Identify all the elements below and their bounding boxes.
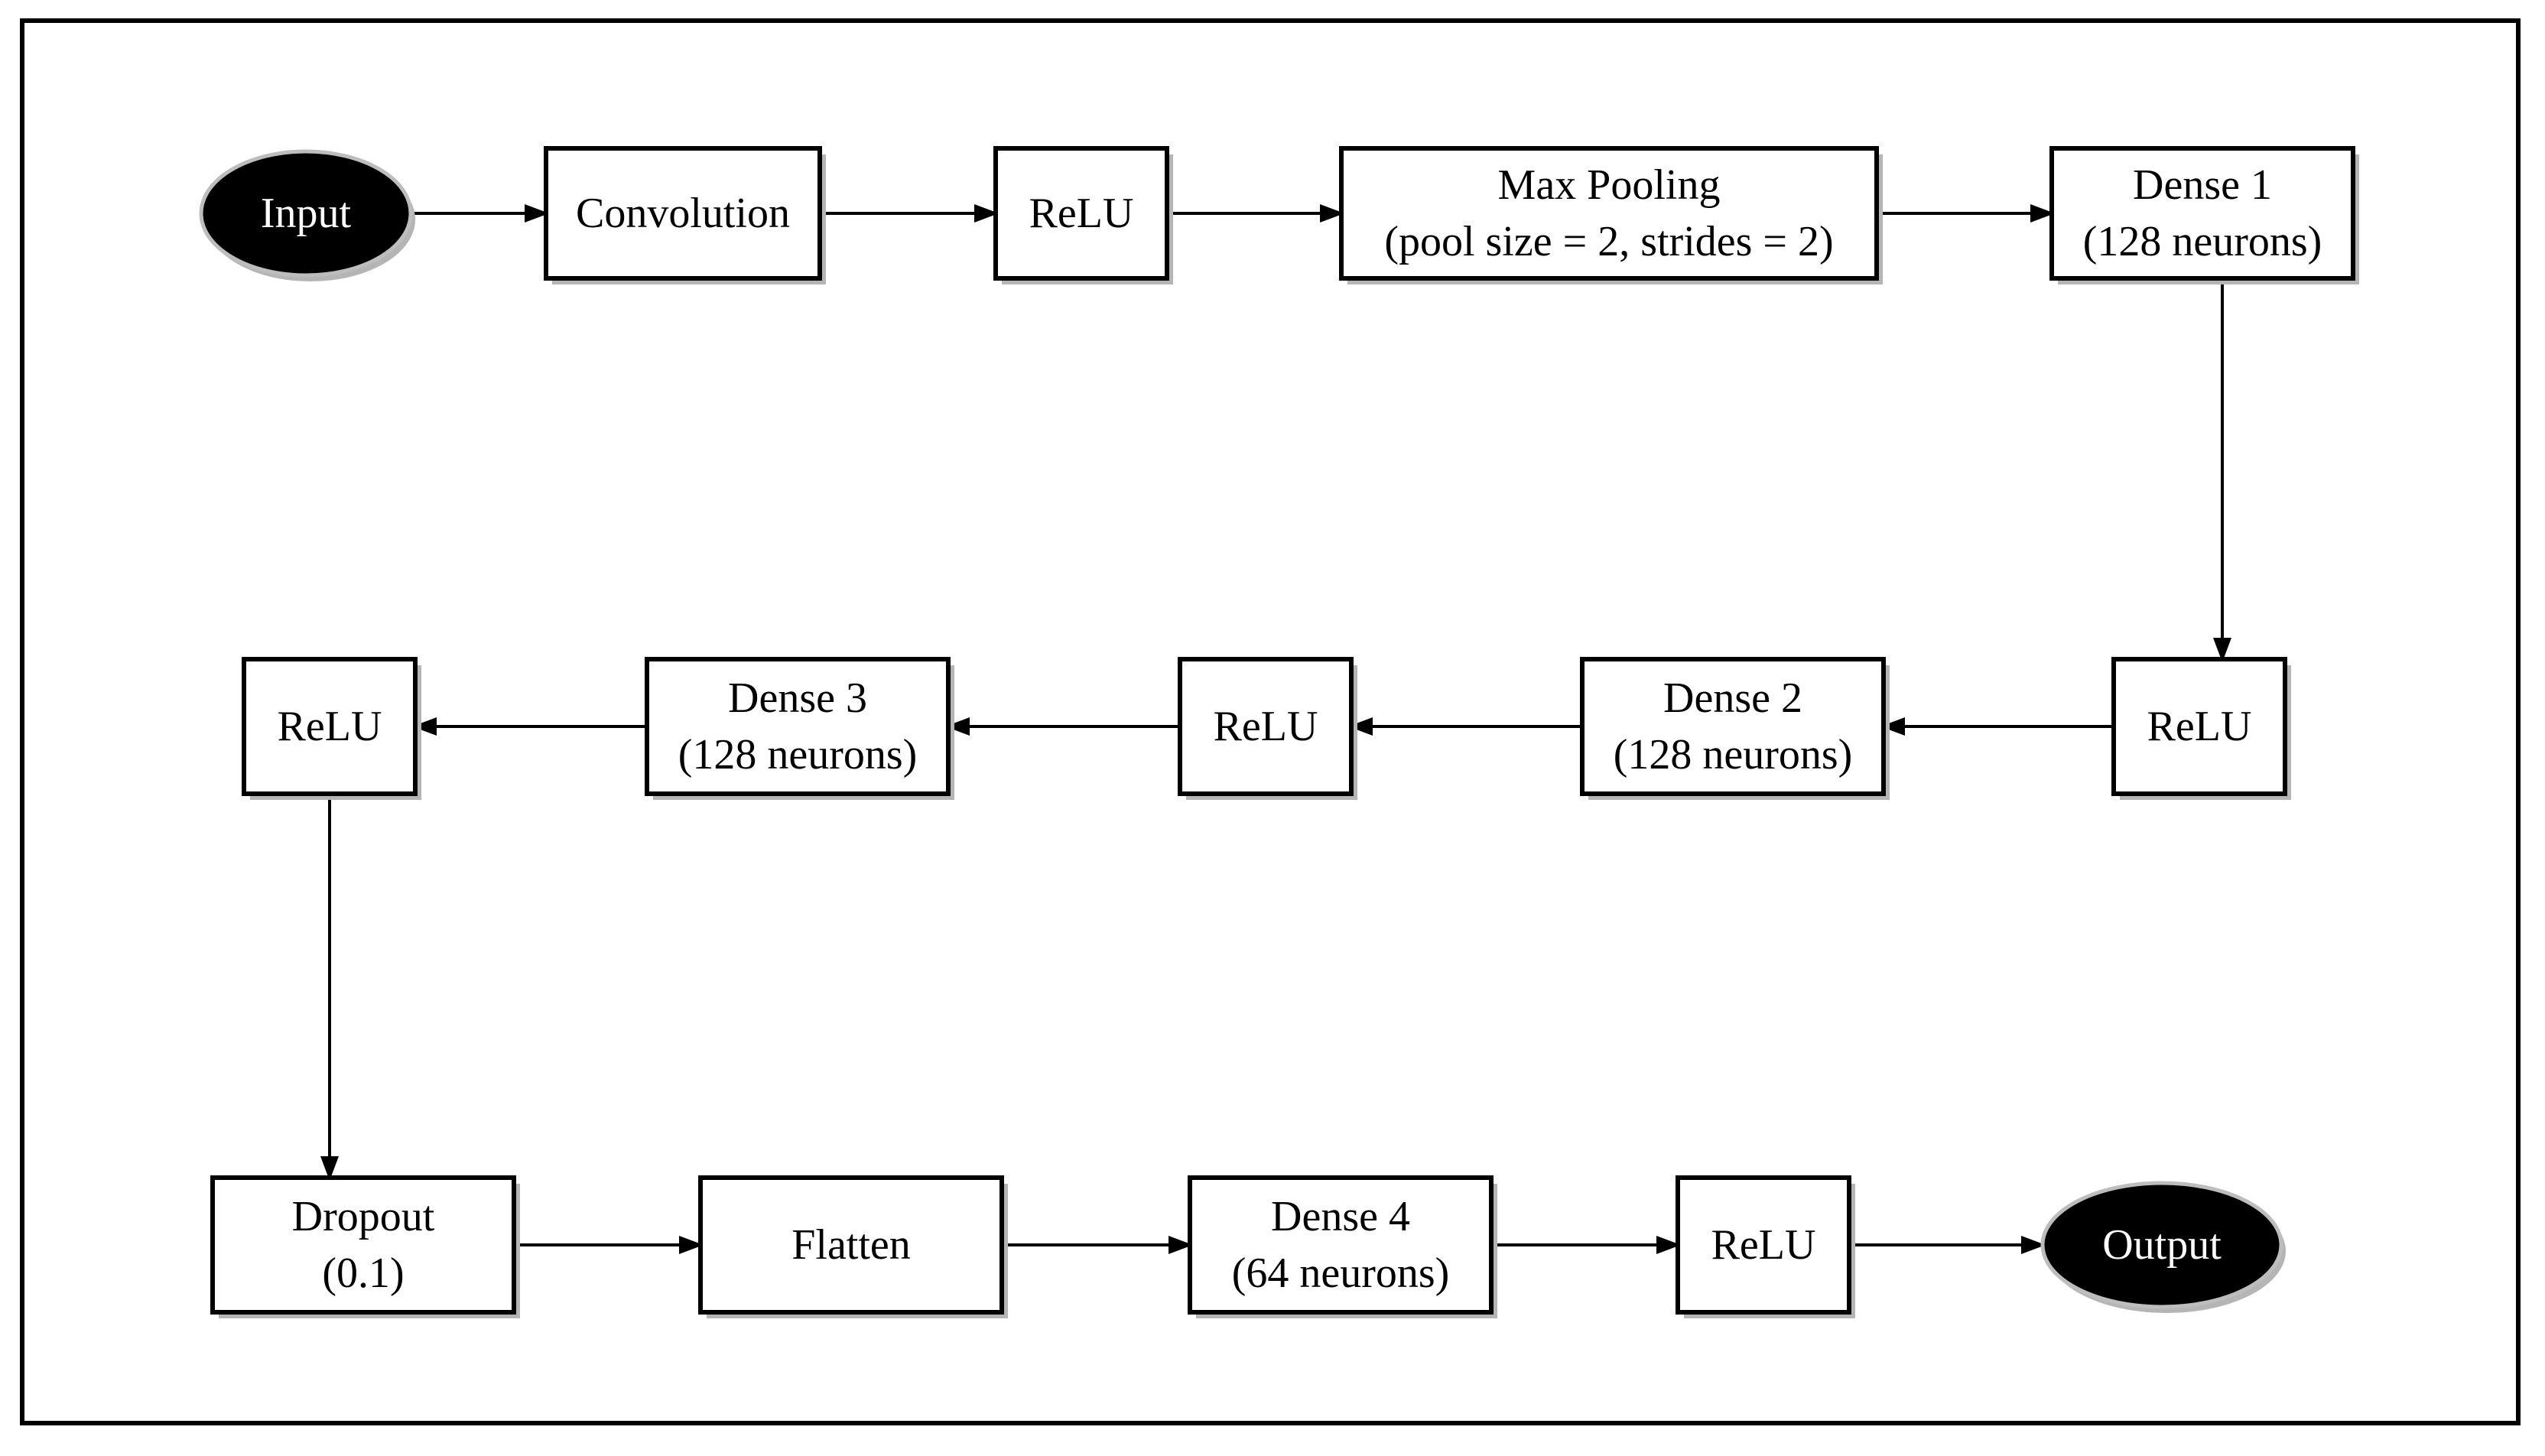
node-relu-4: ReLU <box>242 657 421 800</box>
node-label-line: Flatten <box>791 1221 911 1269</box>
node-label-line: ReLU <box>1711 1221 1816 1269</box>
diagram-frame <box>20 18 2521 1425</box>
node-relu-1: ReLU <box>993 146 1173 284</box>
node-relu-2: ReLU <box>2111 657 2291 800</box>
edges-layer <box>320 204 2231 1254</box>
node-shape <box>2111 657 2287 796</box>
node-shape <box>2040 1181 2283 1309</box>
node-shape <box>1580 657 1886 796</box>
node-label-line: Dense 1 <box>2133 161 2272 209</box>
node-flatten: Flatten <box>698 1175 1008 1318</box>
node-shape <box>210 1175 516 1315</box>
node-label-line: Dense 4 <box>1271 1193 1410 1240</box>
node-shape <box>544 146 822 281</box>
node-dense-4: Dense 4 (64 neurons) <box>1188 1175 1497 1318</box>
node-label-line: (pool size = 2, strides = 2) <box>1384 218 1833 265</box>
node-shape <box>2049 146 2355 281</box>
node-max-pooling: Max Pooling (pool size = 2, strides = 2) <box>1339 146 1883 284</box>
node-label-line: ReLU <box>278 703 382 750</box>
node-label-line: Dense 3 <box>728 674 867 722</box>
node-shape <box>199 149 413 278</box>
node-label-line: Convolution <box>576 190 790 237</box>
node-label-line: (128 neurons) <box>2083 218 2322 265</box>
node-dense-1: Dense 1 (128 neurons) <box>2049 146 2359 284</box>
node-convolution: Convolution <box>544 146 826 284</box>
node-label-line: ReLU <box>2147 703 2252 750</box>
node-shape <box>1188 1175 1494 1315</box>
node-label-line: (0.1) <box>322 1250 404 1297</box>
node-shape <box>993 146 1169 281</box>
node-shape <box>242 657 418 796</box>
node-shape <box>1339 146 1879 281</box>
node-label-line: ReLU <box>1029 190 1134 237</box>
node-label-line: (128 neurons) <box>1614 731 1853 778</box>
node-shape <box>1676 1175 1851 1315</box>
node-dense-2: Dense 2 (128 neurons) <box>1580 657 1890 800</box>
node-dropout: Dropout (0.1) <box>210 1175 520 1318</box>
node-label-line: Dropout <box>292 1193 435 1240</box>
node-label-line: ReLU <box>1214 703 1318 750</box>
node-output: Output <box>2040 1181 2286 1313</box>
node-input: Input <box>199 149 415 281</box>
node-label-line: (128 neurons) <box>678 731 918 778</box>
node-relu-5: ReLU <box>1676 1175 1855 1318</box>
node-label-line: Dense 2 <box>1663 674 1802 722</box>
node-dense-3: Dense 3 (128 neurons) <box>645 657 954 800</box>
node-label-line: Output <box>2102 1221 2222 1269</box>
node-shape <box>1178 657 1354 796</box>
node-label-line: (64 neurons) <box>1232 1250 1450 1297</box>
node-label-line: Max Pooling <box>1498 161 1721 209</box>
node-label-line: Input <box>261 190 352 237</box>
node-relu-3: ReLU <box>1178 657 1357 800</box>
node-shape <box>698 1175 1004 1315</box>
node-shape <box>645 657 951 796</box>
